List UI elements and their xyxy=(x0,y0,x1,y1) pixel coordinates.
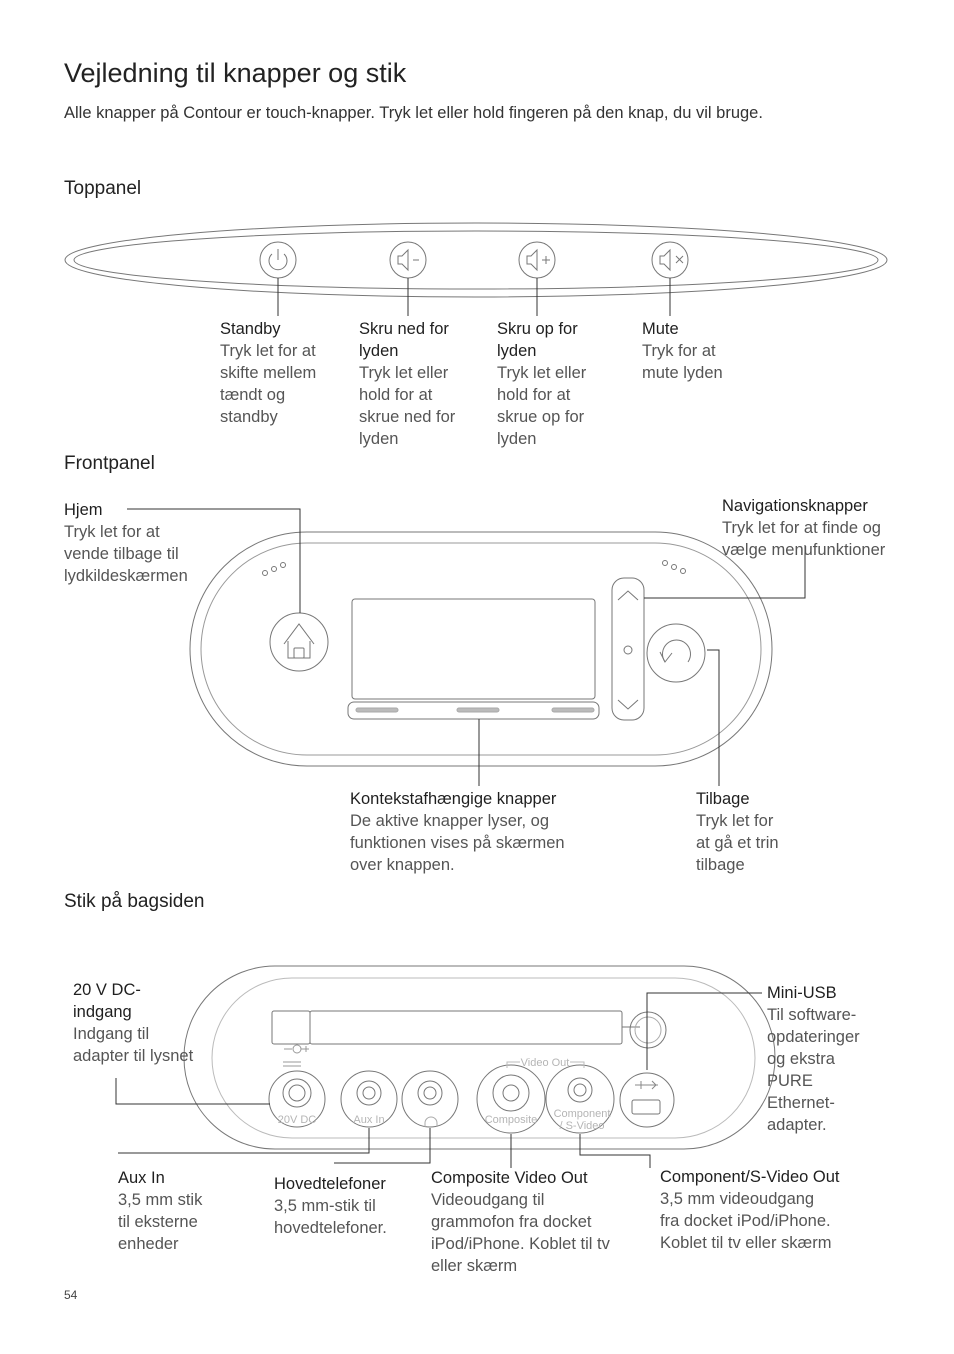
chevron-up-icon xyxy=(617,590,639,601)
label-desc: Til software- opdateringer og ekstra PUR… xyxy=(767,1006,860,1134)
home-icon xyxy=(269,612,329,672)
section-front-panel: Frontpanel xyxy=(64,453,155,474)
section-top-panel: Toppanel xyxy=(64,178,142,199)
page-title: Vejledning til knapper og stik xyxy=(64,58,407,88)
label-context-buttons: Kontekstafhængige knapper De aktive knap… xyxy=(350,788,610,876)
label-title: 20 V DC- indgang xyxy=(73,981,141,1021)
jack-label-dc: 20V DC xyxy=(278,1114,317,1126)
label-desc: 3,5 mm stik til eksterne enheder xyxy=(118,1191,203,1253)
headphones-icon xyxy=(424,1116,438,1127)
label-desc: De aktive knapper lyser, og funktionen v… xyxy=(350,812,565,874)
front-leader-lines xyxy=(127,508,806,786)
label-desc: Tryk let for at skifte mellem tændt og s… xyxy=(220,342,317,426)
label-title: Tilbage xyxy=(696,790,750,808)
label-title: Aux In xyxy=(118,1169,165,1187)
label-desc: Tryk let for at gå et trin tilbage xyxy=(696,812,779,874)
label-desc: Tryk let for at finde og vælge menufunkt… xyxy=(722,519,886,559)
label-title: Skru op for lyden xyxy=(497,320,578,360)
label-title: Standby xyxy=(220,320,281,338)
label-title: Mute xyxy=(642,320,679,338)
label-desc: Tryk let eller hold for at skrue op for … xyxy=(497,364,587,448)
label-component: Component/S-Video Out 3,5 mm videoudgang… xyxy=(660,1166,890,1254)
label-title: Hjem xyxy=(64,501,103,519)
label-desc: Videoudgang til grammofon fra docket iPo… xyxy=(431,1191,610,1275)
label-title: Component/S-Video Out xyxy=(660,1168,840,1186)
label-mini-usb: Mini-USB Til software- opdateringer og e… xyxy=(767,982,887,1136)
label-back: Tilbage Tryk let for at gå et trin tilba… xyxy=(696,788,836,876)
jack-label-component: Component xyxy=(554,1108,611,1120)
top-leader-lines xyxy=(277,278,671,316)
label-title: Skru ned for lyden xyxy=(359,320,449,360)
power-icon xyxy=(259,241,297,279)
back-panel-drawing xyxy=(183,965,776,1150)
label-title: Hovedtelefoner xyxy=(274,1175,386,1193)
label-title: Composite Video Out xyxy=(431,1169,588,1187)
back-leader-lines xyxy=(115,992,762,1168)
front-panel-drawing xyxy=(189,531,773,767)
label-home: Hjem Tryk let for at vende tilbage til l… xyxy=(64,499,214,587)
mute-icon xyxy=(651,241,689,279)
label-aux-in: Aux In 3,5 mm stik til eksterne enheder xyxy=(118,1167,248,1255)
jack-label-composite: Composite xyxy=(485,1114,538,1126)
usb-icon xyxy=(635,1080,658,1090)
jack-label-svideo: / S-Video xyxy=(559,1120,604,1132)
chevron-down-icon xyxy=(617,699,639,710)
volume-up-icon xyxy=(518,241,556,279)
label-volume-up: Skru op for lyden Tryk let eller hold fo… xyxy=(497,318,627,450)
label-standby: Standby Tryk let for at skifte mellem tæ… xyxy=(220,318,350,428)
intro-text: Alle knapper på Contour er touch-knapper… xyxy=(64,104,763,122)
dc-polarity-icon xyxy=(283,1044,309,1067)
label-title: Mini-USB xyxy=(767,984,837,1002)
label-desc: 3,5 mm-stik til hovedtelefoner. xyxy=(274,1197,387,1237)
label-headphones: Hovedtelefoner 3,5 mm-stik til hovedtele… xyxy=(274,1173,424,1239)
label-desc: Indgang til adapter til lysnet xyxy=(73,1025,194,1065)
top-panel-drawing xyxy=(64,222,888,298)
label-composite: Composite Video Out Videoudgang til gram… xyxy=(431,1167,651,1277)
jack-label-video-out: Video Out xyxy=(521,1057,570,1069)
volume-down-icon xyxy=(389,241,427,279)
jack-label-aux: Aux In xyxy=(353,1114,384,1126)
back-arrow-icon xyxy=(646,623,706,683)
label-dc-input: 20 V DC- indgang Indgang til adapter til… xyxy=(73,979,213,1067)
label-desc: Tryk for at mute lyden xyxy=(642,342,723,382)
label-desc: Tryk let for at vende tilbage til lydkil… xyxy=(64,523,188,585)
label-volume-down: Skru ned for lyden Tryk let eller hold f… xyxy=(359,318,489,450)
section-back-panel: Stik på bagsiden xyxy=(64,891,205,912)
label-desc: Tryk let eller hold for at skrue ned for… xyxy=(359,364,456,448)
page-number: 54 xyxy=(64,1288,78,1302)
label-desc: 3,5 mm videoudgang fra docket iPod/iPhon… xyxy=(660,1190,832,1252)
label-title: Kontekstafhængige knapper xyxy=(350,790,557,808)
label-mute: Mute Tryk for at mute lyden xyxy=(642,318,772,384)
label-navigation: Navigationsknapper Tryk let for at finde… xyxy=(722,495,922,561)
label-title: Navigationsknapper xyxy=(722,497,868,515)
